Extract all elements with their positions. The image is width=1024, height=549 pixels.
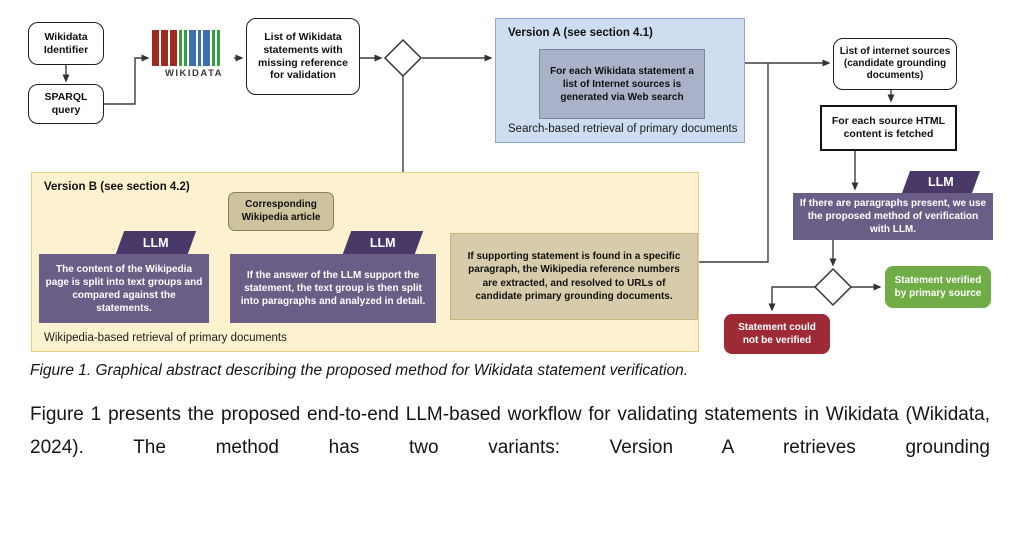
barcode-bar: [198, 30, 201, 66]
barcode-bar: [152, 30, 159, 66]
wikipedia-article-node: Corresponding Wikipedia article: [228, 192, 334, 231]
wikidata-logo-label: WIKIDATA: [164, 68, 224, 79]
llm-tag-step2: LLM: [342, 231, 424, 254]
decision-diamond-result: [813, 267, 853, 307]
version-b-step1: The content of the Wikipedia page is spl…: [39, 254, 209, 323]
barcode-bar: [203, 30, 210, 66]
barcode-bar: [189, 30, 196, 66]
barcode-bar: [212, 30, 215, 66]
version-a-step: For each Wikidata statement a list of In…: [539, 49, 705, 119]
wikidata-logo-icon: WIKIDATA: [152, 30, 236, 79]
barcode-bar: [170, 30, 177, 66]
statement-not-verified-node: Statement could not be verified: [724, 314, 830, 354]
statement-verified-node: Statement verified by primary source: [885, 266, 991, 308]
llm-verification-node: If there are paragraphs present, we use …: [793, 193, 993, 240]
barcode-bar: [161, 30, 168, 66]
version-b-step3: If supporting statement is found in a sp…: [450, 233, 698, 320]
version-a-caption: Search-based retrieval of primary docume…: [508, 123, 738, 135]
version-a-panel: Version A (see section 4.1) For each Wik…: [495, 18, 745, 143]
wikidata-barcode: [152, 30, 236, 66]
version-b-title: Version B (see section 4.2): [44, 181, 190, 193]
body-paragraph: Figure 1 presents the proposed end-to-en…: [30, 404, 990, 458]
version-a-title: Version A (see section 4.1): [508, 27, 653, 39]
barcode-bar: [184, 30, 187, 66]
llm-tag-label: LLM: [143, 235, 169, 250]
version-b-caption: Wikipedia-based retrieval of primary doc…: [44, 332, 287, 344]
barcode-bar: [217, 30, 220, 66]
internet-sources-node: List of internet sources (candidate grou…: [833, 38, 957, 90]
version-b-panel: Version B (see section 4.2) Correspondin…: [31, 172, 699, 352]
html-fetch-node: For each source HTML content is fetched: [820, 105, 957, 151]
sparql-query-node: SPARQL query: [28, 84, 104, 124]
figure-caption: Figure 1. Graphical abstract describing …: [30, 362, 689, 379]
decision-diamond-top: [383, 38, 423, 78]
wikidata-identifier-node: Wikidata Identifier: [28, 22, 104, 65]
llm-tag-verification: LLM: [901, 171, 981, 193]
barcode-bar: [179, 30, 182, 66]
llm-tag-label: LLM: [370, 235, 396, 250]
statements-list-node: List of Wikidata statements with missing…: [246, 18, 360, 95]
version-b-step2: If the answer of the LLM support the sta…: [230, 254, 436, 323]
llm-tag-label: LLM: [928, 175, 954, 189]
llm-tag-step1: LLM: [115, 231, 197, 254]
